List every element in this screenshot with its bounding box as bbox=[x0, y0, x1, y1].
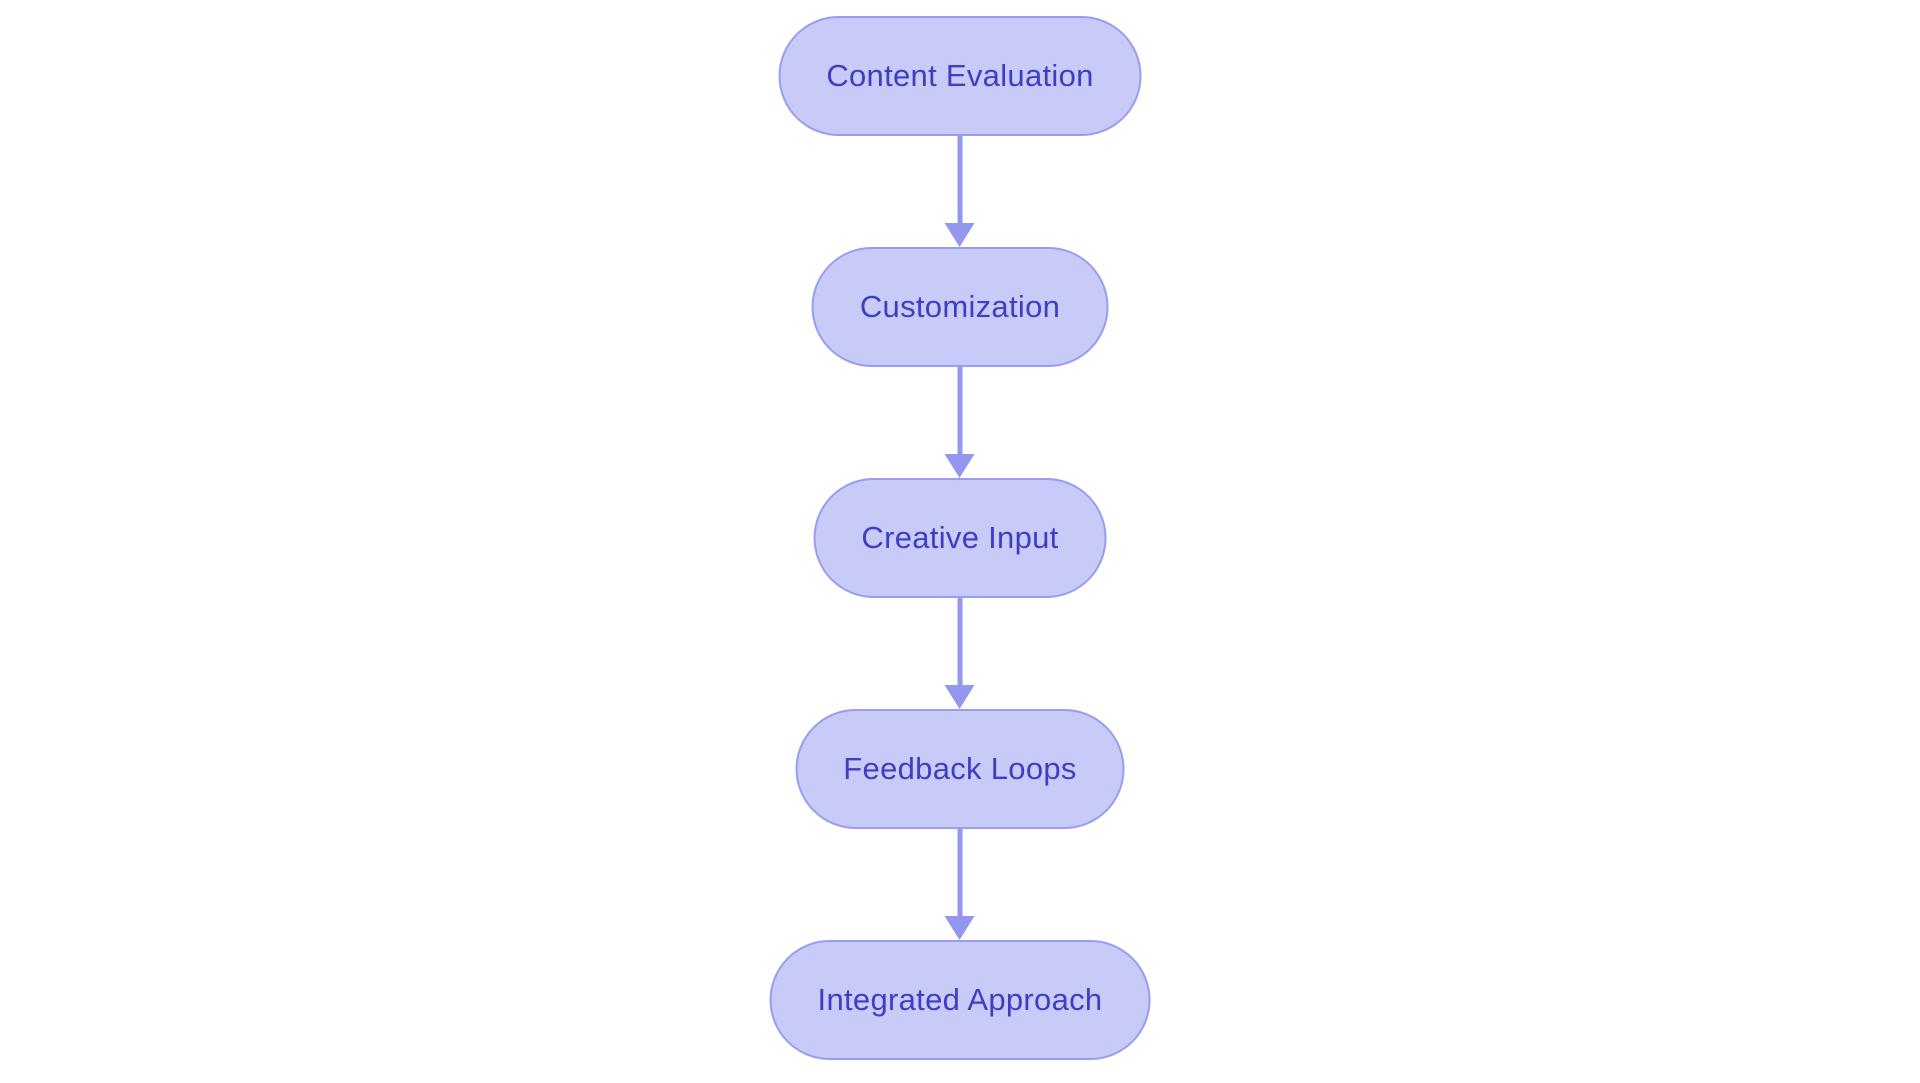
arrow-shaft bbox=[957, 829, 963, 916]
flow-arrow-1 bbox=[944, 136, 975, 247]
arrow-shaft bbox=[957, 598, 963, 685]
flowchart: Content Evaluation Customization Creativ… bbox=[769, 16, 1151, 1060]
node-customization: Customization bbox=[811, 247, 1109, 367]
arrow-shaft bbox=[957, 367, 963, 454]
arrowhead-down-icon bbox=[944, 454, 975, 478]
node-feedback-loops: Feedback Loops bbox=[795, 709, 1125, 829]
arrow-shaft bbox=[957, 136, 963, 223]
node-label: Content Evaluation bbox=[826, 58, 1094, 93]
arrowhead-down-icon bbox=[944, 685, 975, 709]
flow-arrow-4 bbox=[944, 829, 975, 940]
node-creative-input: Creative Input bbox=[813, 478, 1107, 598]
node-label: Integrated Approach bbox=[817, 982, 1103, 1017]
arrowhead-down-icon bbox=[944, 223, 975, 247]
node-label: Feedback Loops bbox=[843, 751, 1077, 786]
flow-arrow-2 bbox=[944, 367, 975, 478]
node-label: Customization bbox=[859, 289, 1061, 324]
node-content-evaluation: Content Evaluation bbox=[778, 16, 1142, 136]
flow-arrow-3 bbox=[944, 598, 975, 709]
arrowhead-down-icon bbox=[944, 916, 975, 940]
node-label: Creative Input bbox=[861, 520, 1059, 555]
node-integrated-approach: Integrated Approach bbox=[769, 940, 1151, 1060]
